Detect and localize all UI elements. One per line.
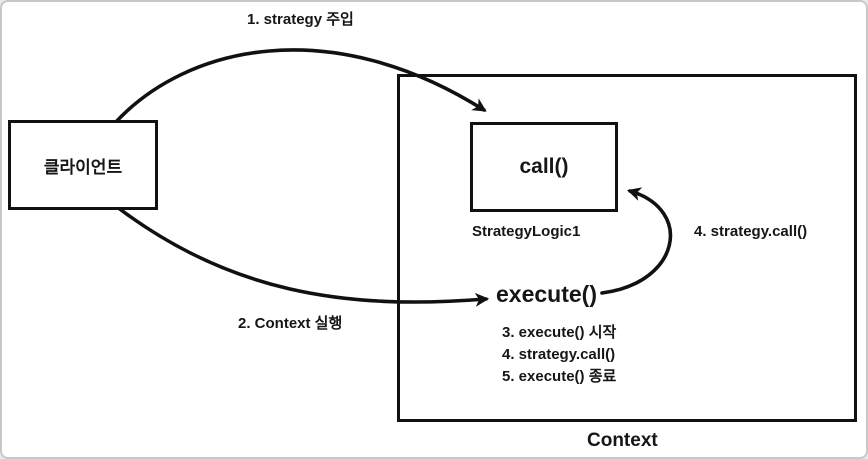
strategy-logic-caption: StrategyLogic1 [472, 223, 581, 240]
call-label: call() [519, 155, 569, 178]
step-line-1: 3. execute() 시작 [502, 324, 617, 341]
step-line-3: 5. execute() 종료 [502, 368, 617, 385]
client-box: 클라이언트 [8, 120, 158, 210]
execute-label: execute() [496, 281, 597, 307]
step-line-2: 4. strategy.call() [502, 346, 616, 363]
execute-step-list: 3. execute() 시작 4. strategy.call() 5. ex… [502, 322, 616, 388]
inject-arrow-label: 1. strategy 주입 [247, 11, 354, 28]
context-caption: Context [587, 430, 658, 451]
context-run-arrow-label: 2. Context 실행 [238, 315, 343, 332]
context-box [397, 74, 857, 422]
strategy-call-arrow-label: 4. strategy.call() [694, 223, 808, 240]
call-box: call() [470, 122, 618, 212]
client-label: 클라이언트 [43, 157, 123, 177]
